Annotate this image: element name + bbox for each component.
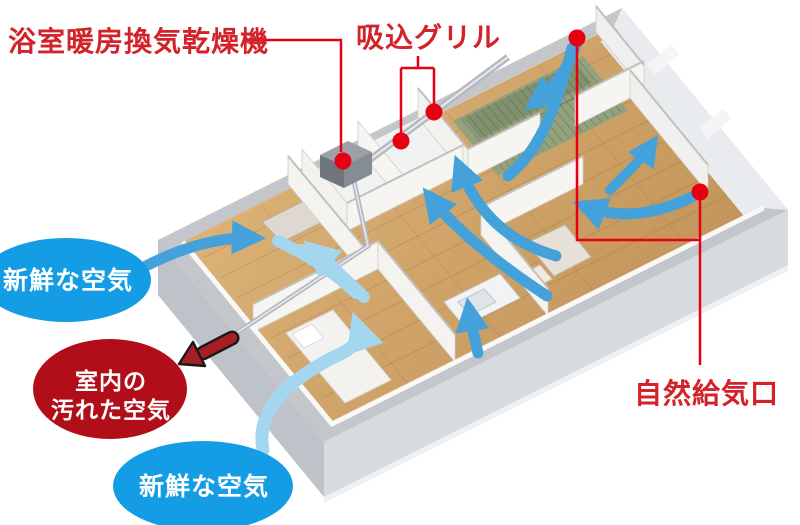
dirty-air-bubble-label-2: 汚れた空気 <box>51 397 171 424</box>
fresh-air-bubble-top: 新鮮な空気 <box>0 238 151 322</box>
airflow-arrows <box>140 36 698 457</box>
airflow-arrow-inlet-right <box>572 191 698 230</box>
label-natural-inlet: 自然給気口 <box>634 377 779 410</box>
airflow-arrow-living-to-grill <box>451 154 562 262</box>
outer-wall-skirt-right <box>324 210 788 497</box>
airflow-arrow-dining-to-hall <box>422 187 553 302</box>
airflow-arrow-kitchen-up <box>455 297 490 359</box>
airflow-arrow-living-to-tatami <box>605 134 659 195</box>
callouts <box>248 38 702 365</box>
label-suction-grill: 吸込グリル <box>356 21 501 54</box>
dining-table <box>526 224 592 277</box>
airflow-band-tatami <box>502 42 578 182</box>
marker-dot-inlet-right <box>691 183 709 201</box>
dirty-air-bubble: 室内の 汚れた空気 <box>33 339 187 439</box>
exhaust-arrow <box>177 330 240 368</box>
skirt-bottom-edge <box>324 265 788 503</box>
marker-dot-grill-2 <box>425 103 443 121</box>
exhaust-arrow-head <box>177 340 207 368</box>
dirty-air-bubble-label-1: 室内の <box>75 368 147 395</box>
fresh-air-bubble-top-label: 新鮮な空気 <box>3 266 133 295</box>
pillow <box>291 323 325 349</box>
fresh-air-bubble-bottom: 新鮮な空気 <box>113 441 293 525</box>
marker-dot-bath-unit <box>334 152 352 170</box>
outer-wall-skirt-left <box>158 240 324 497</box>
marker-dot-grill-1 <box>392 132 410 150</box>
front-cut-walls <box>180 205 765 428</box>
callout-line-grill <box>399 56 436 138</box>
fresh-air-bubble-bottom-label: 新鮮な空気 <box>139 472 269 501</box>
window-icon <box>645 44 680 77</box>
label-bath-unit: 浴室暖房換気乾燥機 <box>8 25 269 58</box>
exhaust-duct-highlight <box>231 171 369 337</box>
callout-line-bath-unit <box>248 38 343 152</box>
airflow-arrow-fresh-left <box>140 220 266 272</box>
callout-dots <box>334 29 709 201</box>
airflow-arrow-hall-to-bedroom1 <box>303 240 370 303</box>
airflow-arrow-bedroom2-up <box>255 312 384 457</box>
callout-line-inlet <box>575 40 702 365</box>
window-icon <box>697 108 732 141</box>
marker-dot-inlet-top <box>568 29 586 47</box>
